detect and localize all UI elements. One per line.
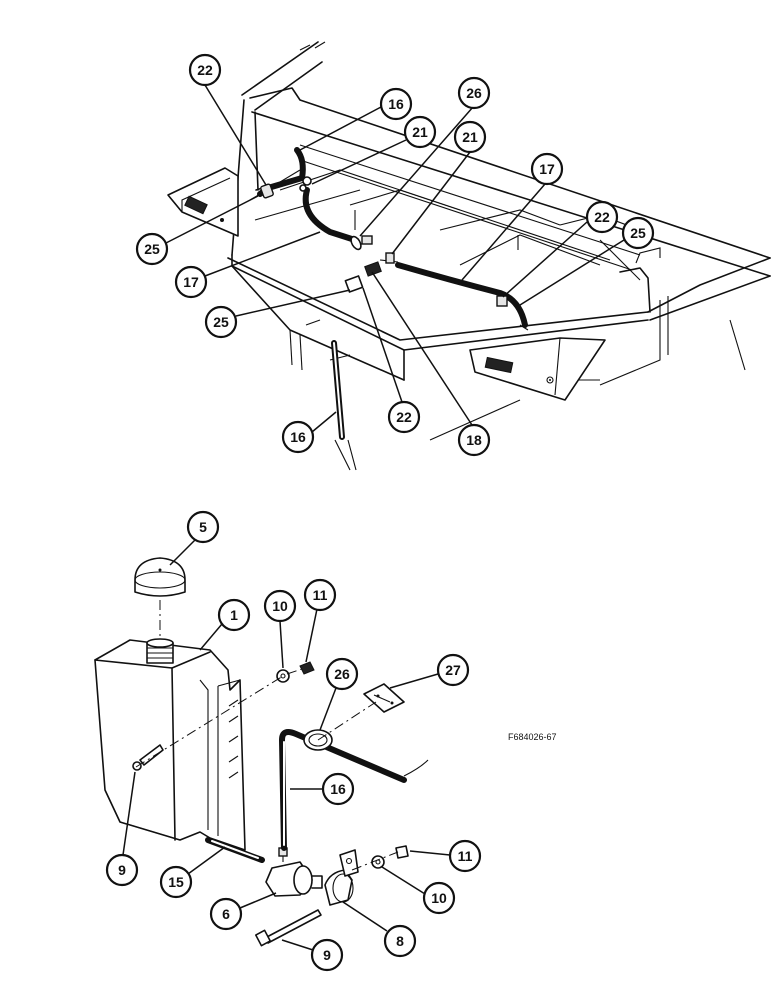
callout-16-lower-hose: 16 [290,772,355,806]
callout-22-lower: 22 [362,287,421,434]
svg-text:9: 9 [323,947,331,963]
callout-25-left: 25 [135,195,259,266]
svg-text:18: 18 [466,432,482,448]
left-bracket [167,167,239,237]
reservoir-cap [134,557,186,597]
callout-8: 8 [342,901,417,958]
svg-text:6: 6 [222,906,230,922]
callout-17-upper-right: 17 [461,152,564,281]
svg-text:16: 16 [330,781,346,797]
right-bracket [469,337,606,401]
callout-16-lower: 16 [281,411,337,454]
washer-pump [265,847,323,897]
cover-plate [363,683,405,713]
callout-26-upper: 26 [359,76,491,237]
svg-text:1: 1 [230,607,238,623]
svg-text:25: 25 [630,225,646,241]
callout-21-right: 21 [391,120,487,255]
callout-15: 15 [159,846,226,899]
svg-text:11: 11 [458,848,473,864]
callout-25-right: 25 [519,216,655,306]
svg-text:21: 21 [462,129,478,145]
callout-5: 5 [169,510,220,566]
callout-9-lower: 9 [281,938,344,972]
svg-text:25: 25 [213,314,229,330]
callout-26-lower: 26 [319,657,359,731]
svg-text:21: 21 [412,124,428,140]
svg-text:10: 10 [431,890,447,906]
callout-18: 18 [371,271,491,457]
svg-text:22: 22 [197,62,213,78]
callout-1: 1 [199,598,251,651]
svg-text:22: 22 [396,409,412,425]
callout-25-lower-left: 25 [204,289,351,339]
mounting-frame [227,41,771,441]
svg-text:11: 11 [313,587,328,603]
callout-22-upper-left: 22 [188,53,267,186]
callout-10-upper: 10 [263,589,297,669]
svg-text:9: 9 [118,862,126,878]
svg-text:27: 27 [445,662,461,678]
washer-nut-lower [371,845,409,869]
svg-text:10: 10 [272,598,288,614]
svg-text:26: 26 [466,85,482,101]
svg-text:17: 17 [183,274,199,290]
callout-21-left: 21 [311,115,437,185]
svg-text:25: 25 [144,241,160,257]
svg-text:16: 16 [388,96,404,112]
callout-9-upper: 9 [105,771,139,887]
callout-6: 6 [209,892,277,931]
svg-text:17: 17 [539,161,555,177]
lower-hose-assembly [205,729,429,863]
callout-16-upper: 16 [299,87,413,151]
svg-text:8: 8 [396,933,404,949]
callout-11-upper: 11 [303,578,337,663]
svg-text:5: 5 [199,519,207,535]
svg-text:16: 16 [290,429,306,445]
assembly-lines [135,600,399,871]
figure-reference: F684026-67 [508,732,557,742]
callout-27: 27 [389,653,470,689]
callout-17-left: 17 [174,231,321,299]
washer-nut-upper [276,661,315,683]
pump-clamp [324,849,359,906]
svg-text:26: 26 [334,666,350,682]
callout-22-right: 22 [502,200,619,298]
washer-reservoir [94,638,246,851]
svg-text:22: 22 [594,209,610,225]
bolt-lower [254,909,322,947]
upper-hose-assembly [257,147,529,471]
callout-11-lower: 11 [409,839,482,873]
callout-10-lower: 10 [381,866,456,915]
svg-text:15: 15 [168,874,184,890]
